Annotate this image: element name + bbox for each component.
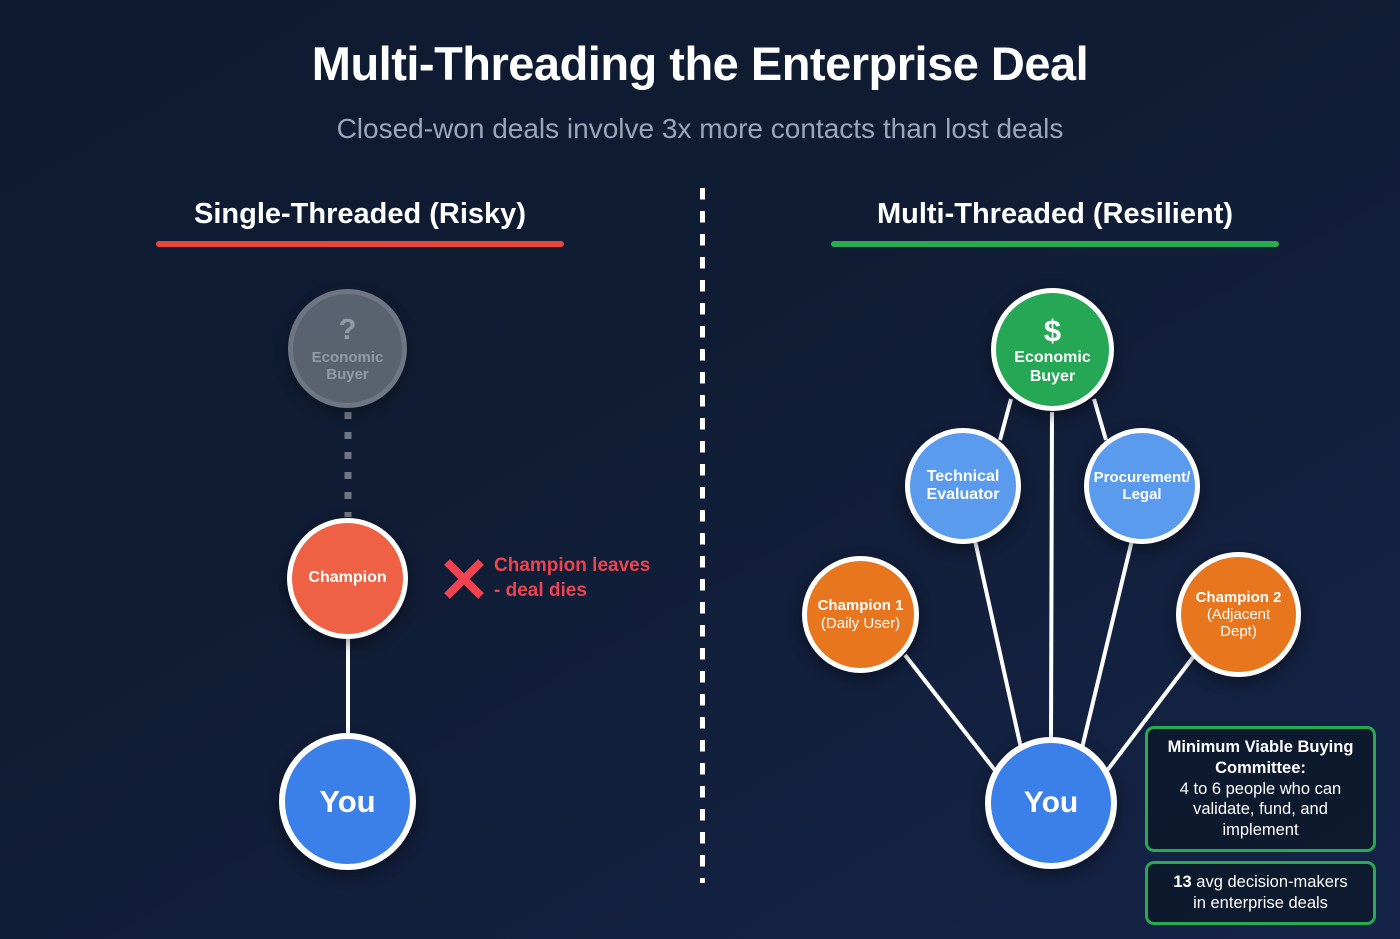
callout-heading-line1: Minimum Viable Buying [1167,738,1354,756]
edge-economic-buyer-to-you [1049,411,1054,740]
callout-stat-line1: 13 avg decision-makers [1158,872,1363,893]
column-underline-right [831,241,1279,247]
edge-champion-2-to-you [1104,654,1196,774]
column-header-multi-threaded: Multi-Threaded (Resilient) [805,198,1305,247]
node-label: You [319,783,376,819]
node-label-line2: Buyer [1029,367,1076,385]
node-technical-evaluator[interactable]: Technical Evaluator [905,428,1021,544]
callout-body-line3: implement [1222,821,1299,840]
node-label-line2: (Adjacent [1206,605,1271,623]
dollar-sign-icon: $ [1043,313,1062,349]
page-title: Multi-Threading the Enterprise Deal [311,37,1089,90]
node-label-line1: Economic [1014,349,1091,367]
node-label-line3: Dept) [1220,623,1257,641]
edge-procurement-legal-to-you [1080,535,1135,749]
node-you-right[interactable]: You [985,737,1117,869]
node-champion[interactable]: Champion [287,518,408,639]
node-label-line2: (Daily User) [820,614,901,632]
edge-economic-buyer-to-technical-evaluator [998,398,1013,441]
page-subtitle: Closed-won deals involve 3x more contact… [336,113,1064,144]
column-underline-left [156,241,564,247]
node-procurement-legal[interactable]: Procurement/ Legal [1084,428,1200,544]
node-label: You [1023,785,1079,819]
node-label-line1: Champion 1 [817,597,904,615]
annotation-line2: - deal dies [494,579,587,601]
callout-body-line1: 4 to 6 people who can [1179,779,1342,798]
node-label-line2: Legal [1122,486,1162,503]
node-label-line1: Champion 2 [1195,588,1282,606]
column-header-label-right: Multi-Threaded (Resilient) [876,198,1234,230]
node-economic-buyer[interactable]: $ Economic Buyer [991,288,1114,411]
edge-technical-evaluator-to-you [972,535,1023,749]
edge-economic-buyer-to-procurement-legal [1092,398,1108,441]
callout-body-line2: validate, fund, and [1193,800,1328,819]
column-header-single-threaded: Single-Threaded (Risky) [110,198,610,247]
node-label-line2: Buyer [326,366,369,384]
node-economic-buyer-missing[interactable]: ? Economic Buyer [288,289,407,408]
stat-number: 13 [1173,873,1192,891]
node-you-left[interactable]: You [279,733,416,870]
column-header-label-left: Single-Threaded (Risky) [194,198,526,230]
callout-heading-line2: Committee: [1215,758,1306,777]
callout-decision-makers-stat: 13 avg decision-makers in enterprise dea… [1145,861,1376,926]
node-label-line2: Evaluator [926,486,1000,503]
node-label-line1: Technical [926,467,1000,485]
node-label: Champion [308,569,387,587]
annotation-line1: Champion leaves [494,555,651,576]
edge-champion-1-to-you [903,653,999,775]
node-label-line1: Procurement/ [1093,468,1191,486]
node-champion-2[interactable]: Champion 2 (Adjacent Dept) [1176,552,1301,677]
question-mark-icon: ? [338,313,357,346]
node-champion-1[interactable]: Champion 1 (Daily User) [802,556,919,673]
callout-stat-line2: in enterprise deals [1193,894,1328,913]
stat-text: avg decision-makers [1191,873,1348,891]
column-divider [700,188,705,883]
annotation-champion-leaves: Champion leaves - deal dies [494,554,684,603]
x-mark-icon [444,559,484,599]
callout-minimum-viable-buying-committee: Minimum Viable Buying Committee: 4 to 6 … [1145,726,1376,852]
node-label-line1: Economic [311,348,384,366]
